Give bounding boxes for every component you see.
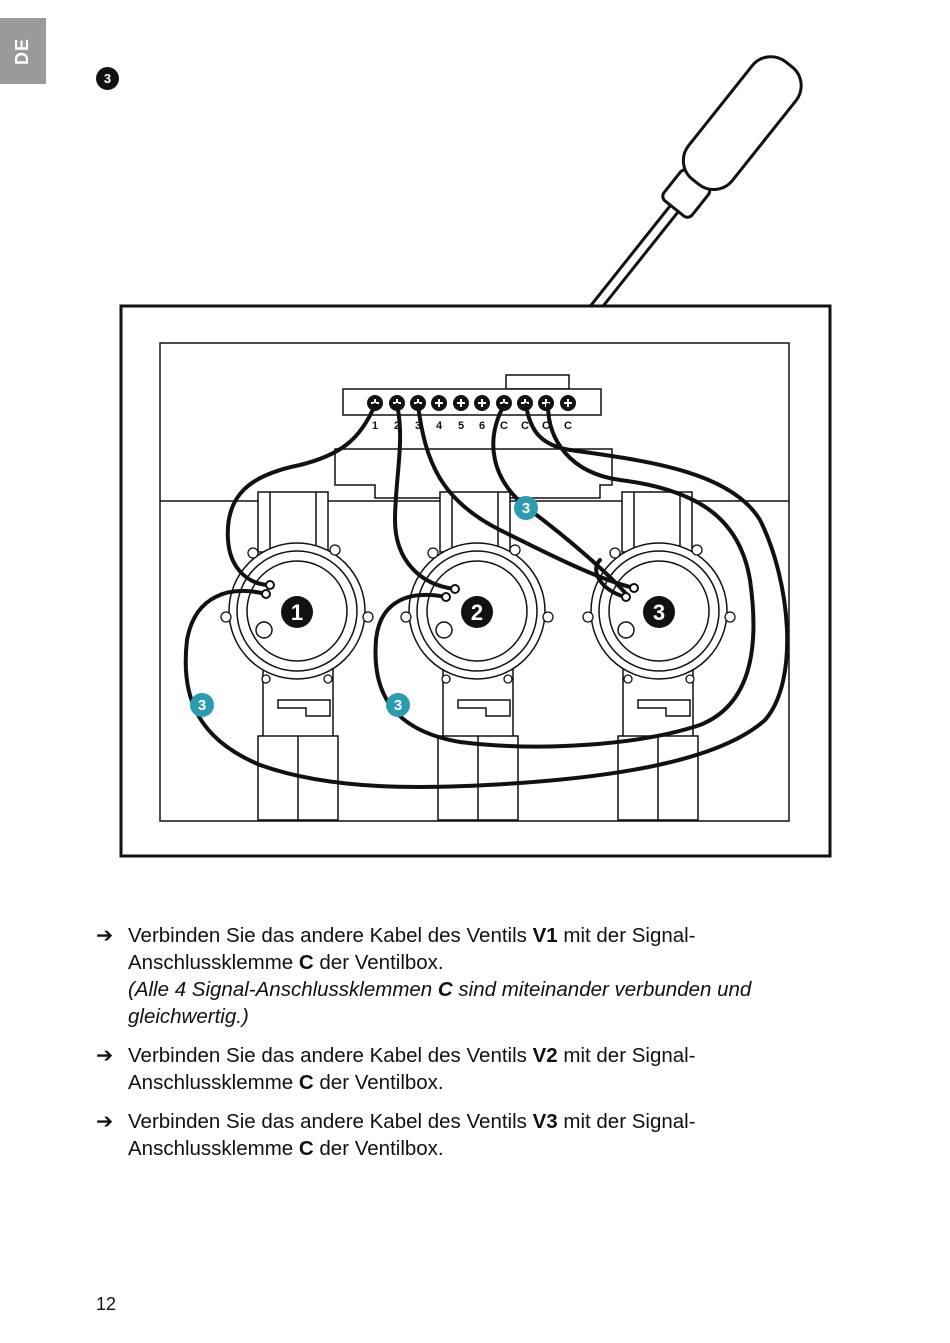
terminal-label: C — [437, 978, 453, 1001]
instruction-text: Verbinden Sie das andere Kabel des Venti… — [128, 924, 533, 947]
instruction-text: der Ventilbox. — [313, 1071, 444, 1094]
instruction-text: mit der Signal- — [557, 1044, 696, 1067]
plus-icon — [435, 399, 443, 407]
note-text: sind miteinander verbunden und gleichwer… — [128, 978, 752, 1028]
terminal-label: C — [298, 951, 314, 974]
language-tab: DE — [0, 18, 46, 84]
valve-screws — [220, 544, 736, 684]
plus-icon — [542, 399, 550, 407]
valve-number-3: 3 — [653, 600, 665, 625]
valve-label: V2 — [532, 1044, 558, 1067]
valve-number-1: 1 — [291, 600, 303, 625]
terminal-label: 4 — [436, 420, 443, 432]
terminal-label: 3 — [415, 420, 421, 432]
page-number: 12 — [96, 1294, 117, 1314]
arrow-right-icon: ➔ — [96, 1110, 114, 1133]
valve-number-2: 2 — [471, 600, 483, 625]
callout-badge: 3 — [198, 697, 206, 714]
terminal-label: 1 — [372, 420, 378, 432]
instruction-item: ➔ Verbinden Sie das andere Kabel des Ven… — [96, 1042, 816, 1096]
terminal-label: 5 — [458, 420, 464, 432]
step-badge: 3 — [96, 67, 119, 90]
plus-icon — [564, 399, 572, 407]
terminal-strip — [342, 388, 602, 416]
instruction-text: Anschlussklemme — [128, 951, 299, 974]
plus-icon — [478, 399, 486, 407]
instruction-text: Verbinden Sie das andere Kabel des Venti… — [128, 1044, 533, 1067]
instruction-text: der Ventilbox. — [313, 951, 444, 974]
terminal-label: C — [564, 420, 572, 432]
wiring-diagram: 1 2 3 4 5 6 C C C C 1 2 — [119, 55, 832, 858]
instruction-text: Anschlussklemme — [128, 1071, 299, 1094]
arrow-right-icon: ➔ — [96, 924, 114, 947]
instructions-list: ➔ Verbinden Sie das andere Kabel des Ven… — [96, 922, 816, 1174]
terminal-label: 2 — [394, 420, 400, 432]
terminal-label: C — [542, 420, 550, 432]
terminal-label: C — [298, 1071, 314, 1094]
note-text: (Alle 4 Signal-Anschlussklemmen — [128, 978, 438, 1001]
instruction-text: mit der Signal- — [557, 1110, 696, 1133]
terminal-label: C — [298, 1137, 314, 1160]
instruction-text: der Ventilbox. — [313, 1137, 444, 1160]
callout-badge: 3 — [522, 500, 530, 517]
terminal-label: 6 — [479, 420, 485, 432]
arrow-right-icon: ➔ — [96, 1044, 114, 1067]
valve-label: V3 — [532, 1110, 558, 1133]
instruction-text: Anschlussklemme — [128, 1137, 299, 1160]
terminal-label: C — [521, 420, 529, 432]
terminal-label: C — [500, 420, 508, 432]
plus-icon — [457, 399, 465, 407]
instruction-item: ➔ Verbinden Sie das andere Kabel des Ven… — [96, 922, 816, 1030]
instruction-item: ➔ Verbinden Sie das andere Kabel des Ven… — [96, 1108, 816, 1162]
wire-contacts — [261, 580, 639, 602]
terminal-screws — [367, 395, 576, 411]
callout-badge: 3 — [394, 697, 402, 714]
instruction-text: Verbinden Sie das andere Kabel des Venti… — [128, 1110, 533, 1133]
instruction-text: mit der Signal- — [557, 924, 696, 947]
valve-label: V1 — [532, 924, 558, 947]
